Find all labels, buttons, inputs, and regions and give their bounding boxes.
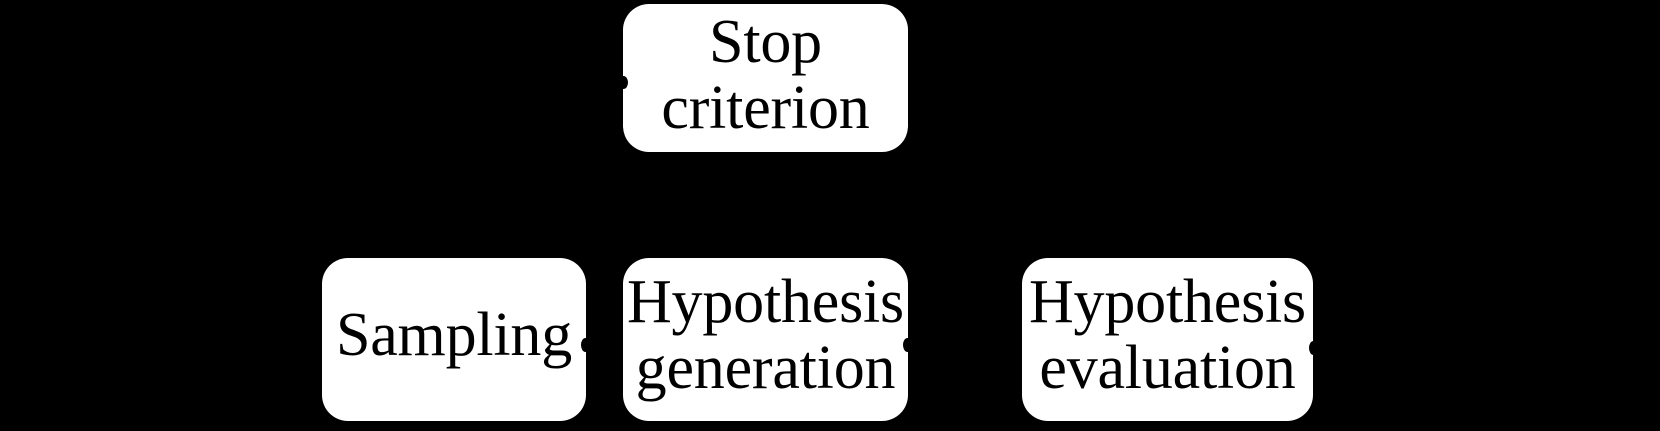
diagram-node-hypothesis-evaluation[interactable]: Hypothesis evaluation	[1022, 258, 1313, 421]
connector-notch-stop-criterion-left	[619, 76, 628, 89]
diagram-node-hypothesis-generation[interactable]: Hypothesis generation	[623, 258, 908, 421]
connector-notch-sampling-right	[581, 338, 590, 352]
connector-notch-hypothesis-generation-right	[903, 338, 912, 352]
diagram-node-sampling[interactable]: Sampling	[322, 258, 586, 421]
connector-notch-hypothesis-evaluation-right	[1309, 341, 1318, 355]
diagram-node-stop-criterion[interactable]: Stop criterion	[623, 4, 908, 152]
